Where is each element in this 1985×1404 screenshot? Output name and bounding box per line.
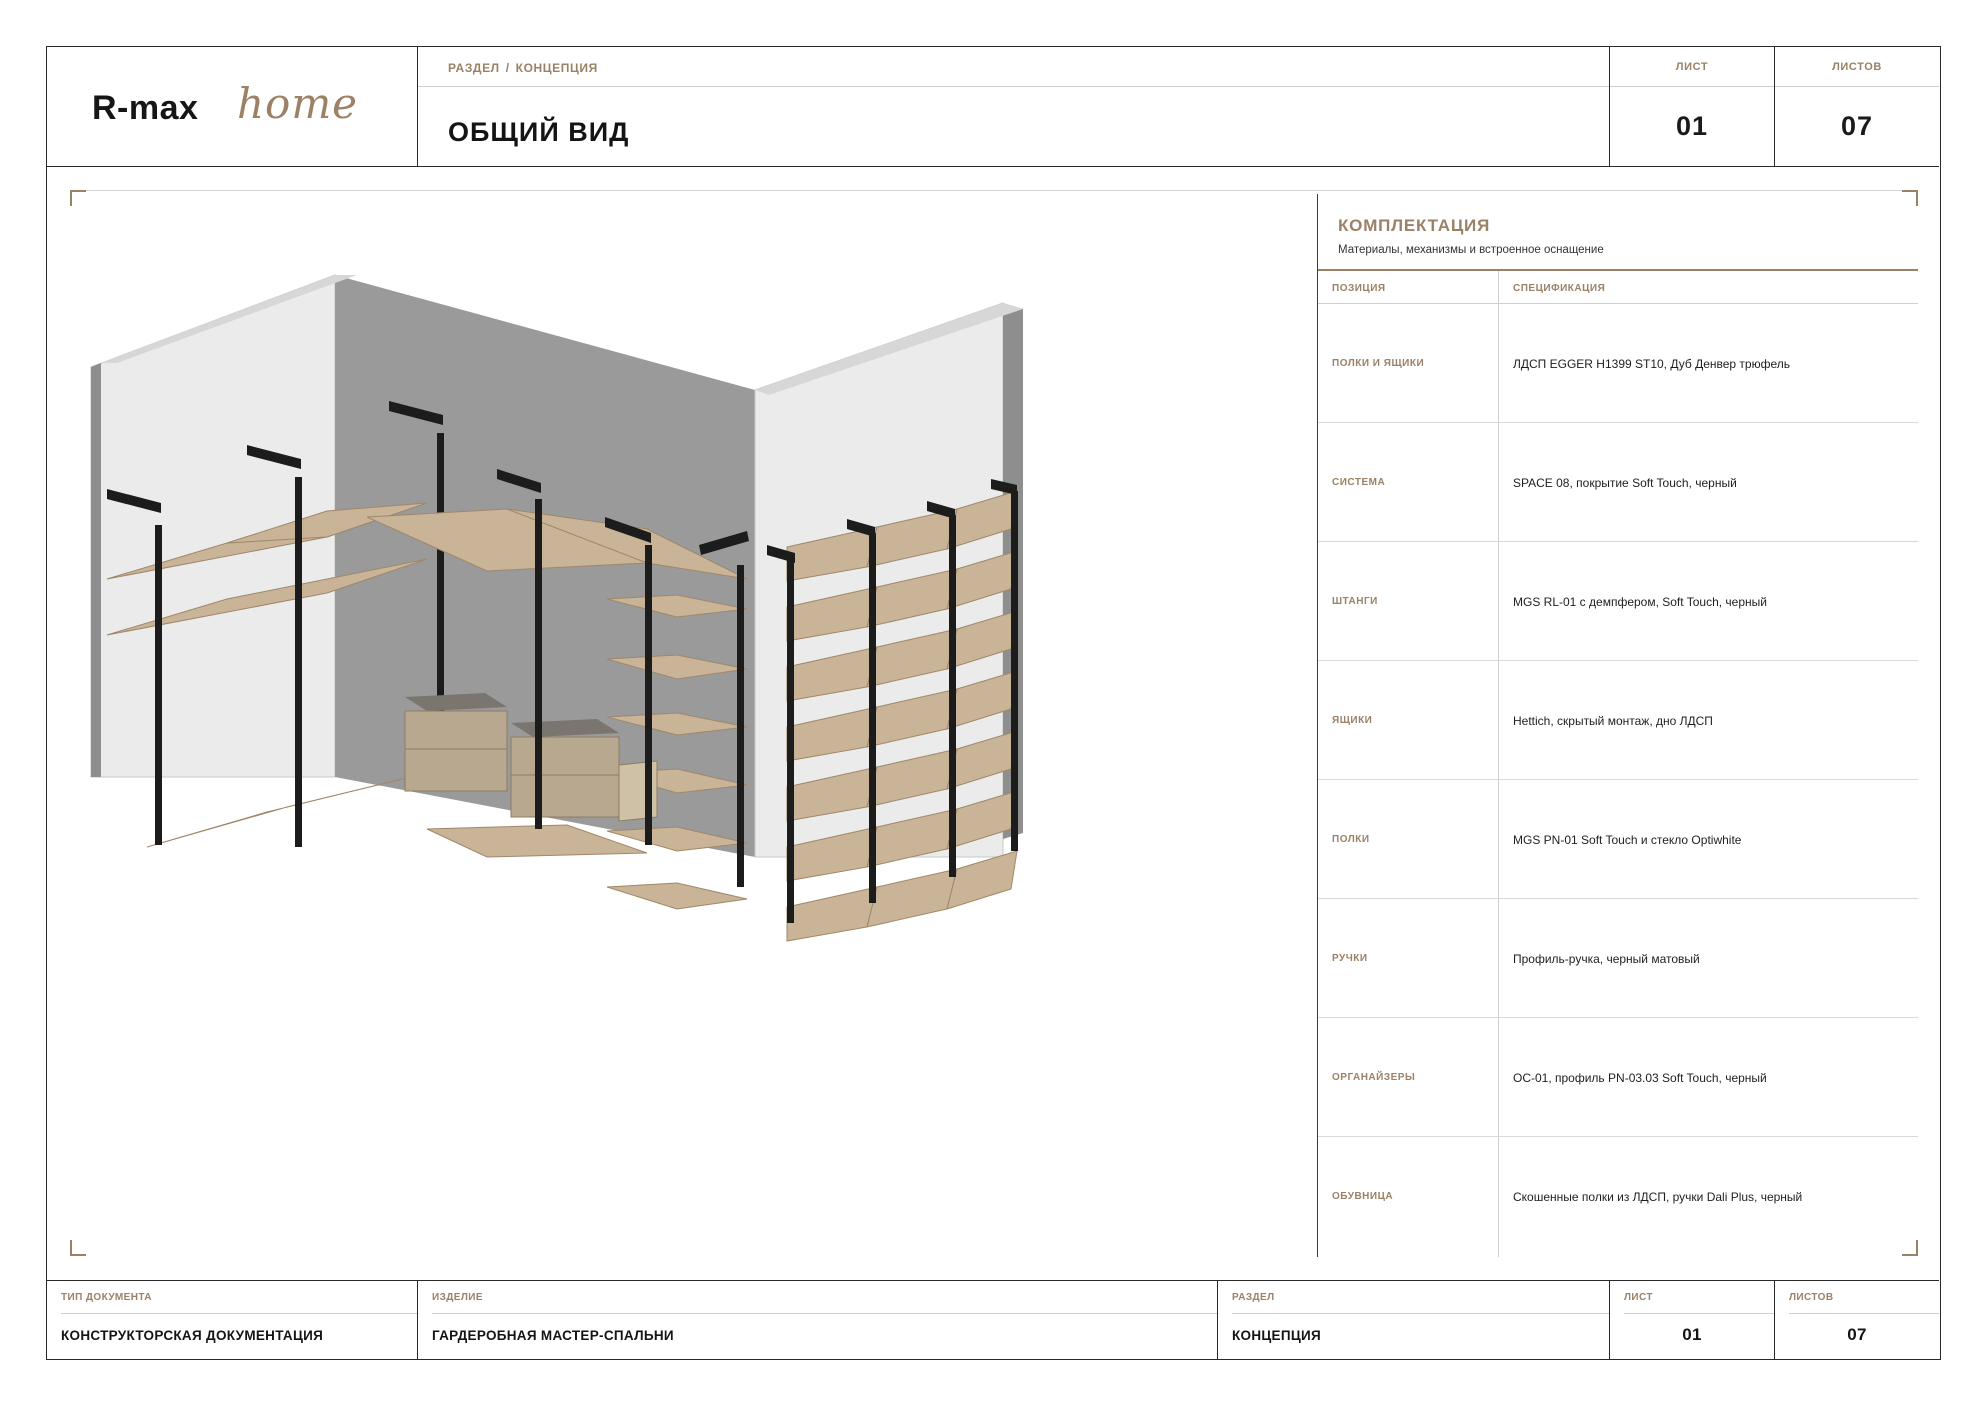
table-row: ПОЛКИ MGS PN-01 Soft Touch и стекло Opti… (1318, 780, 1918, 899)
sheet-value: 01 (1675, 111, 1709, 141)
spec-title: КОМПЛЕКТАЦИЯ (1338, 216, 1491, 235)
row-spec: OC-01, профиль PN-03.03 Soft Touch, черн… (1513, 1071, 1767, 1085)
breadcrumb-separator: / (505, 61, 510, 75)
section-value: КОНЦЕПЦИЯ (1232, 1328, 1322, 1343)
table-row: СИСТЕМА SPACE 08, покрытие Soft Touch, ч… (1318, 423, 1918, 542)
row-spec: Профиль-ручка, черный матовый (1513, 952, 1700, 966)
title-cell: РАЗДЕЛ / КОНЦЕПЦИЯ ОБЩИЙ ВИД (418, 47, 1610, 167)
product-label: ИЗДЕЛИЕ (432, 1281, 1217, 1314)
wardrobe-isometric-drawing (90, 274, 1023, 942)
row-spec: MGS PN-01 Soft Touch и стекло Optiwhite (1513, 833, 1742, 847)
footer-sheet-value: 01 (1682, 1325, 1702, 1344)
spec-subtitle: Материалы, механизмы и встроенное оснаще… (1338, 244, 1604, 256)
row-position: ПОЛКИ (1332, 834, 1370, 845)
section-label: РАЗДЕЛ (1232, 1281, 1609, 1314)
footer-sheets-label: ЛИСТОВ (1789, 1281, 1939, 1314)
sheet-number-cell: ЛИСТ 01 (1610, 47, 1775, 167)
logo-cell: R-max home (47, 47, 418, 167)
table-row: ЯЩИКИ Hettich, скрытый монтаж, дно ЛДСП (1318, 661, 1918, 780)
row-position: ЯЩИКИ (1332, 715, 1373, 726)
specification-panel: КОМПЛЕКТАЦИЯ Материалы, механизмы и встр… (1317, 194, 1918, 1257)
table-row: РУЧКИ Профиль-ручка, черный матовый (1318, 899, 1918, 1018)
col-position-header: ПОЗИЦИЯ (1332, 283, 1386, 294)
sheets-label: ЛИСТОВ (1775, 47, 1939, 87)
footer-sheet-label: ЛИСТ (1624, 1281, 1774, 1314)
frame-corner-mark (70, 1240, 86, 1256)
frame-top-line (86, 190, 1902, 191)
row-spec: SPACE 08, покрытие Soft Touch, черный (1513, 476, 1737, 490)
row-position: РУЧКИ (1332, 953, 1368, 964)
col-spec-header: СПЕЦИФИКАЦИЯ (1513, 283, 1606, 294)
document-sheet: R-max home РАЗДЕЛ / КОНЦЕПЦИЯ ОБЩИЙ ВИД ЛИ… (46, 46, 1941, 1360)
frame-corner-mark (70, 190, 86, 206)
breadcrumb-section-label: РАЗДЕЛ (448, 61, 500, 75)
row-position: ПОЛКИ И ЯЩИКИ (1332, 358, 1425, 369)
sheets-value: 07 (1840, 111, 1874, 141)
frame-corner-mark (1902, 1240, 1918, 1256)
page-title: ОБЩИЙ ВИД (448, 117, 630, 147)
table-row: ОРГАНАЙЗЕРЫ OC-01, профиль PN-03.03 Soft… (1318, 1018, 1918, 1137)
row-spec: MGS RL-01 с демпфером, Soft Touch, черны… (1513, 595, 1767, 609)
footer-doc-type: ТИП ДОКУМЕНТА КОНСТРУКТОРСКАЯ ДОКУМЕНТАЦ… (47, 1281, 418, 1360)
footer-sheets-value: 07 (1847, 1325, 1867, 1344)
footer-section: РАЗДЕЛ КОНЦЕПЦИЯ (1218, 1281, 1610, 1360)
footer-sheets: ЛИСТОВ 07 (1775, 1281, 1939, 1360)
brand-logo-script: home (237, 79, 359, 128)
column-divider (1498, 271, 1499, 1257)
title-block-footer: ТИП ДОКУМЕНТА КОНСТРУКТОРСКАЯ ДОКУМЕНТАЦ… (47, 1280, 1939, 1360)
footer-sheet: ЛИСТ 01 (1610, 1281, 1775, 1360)
row-spec: Hettich, скрытый монтаж, дно ЛДСП (1513, 714, 1713, 728)
brand-logo-text: R-max (92, 89, 199, 127)
sheets-total-cell: ЛИСТОВ 07 (1775, 47, 1939, 167)
table-row: ОБУВНИЦА Скошенные полки из ЛДСП, ручки … (1318, 1137, 1918, 1256)
title-block-header: R-max home РАЗДЕЛ / КОНЦЕПЦИЯ ОБЩИЙ ВИД ЛИ… (47, 47, 1939, 167)
table-row: ПОЛКИ И ЯЩИКИ ЛДСП EGGER H1399 ST10, Дуб… (1318, 304, 1918, 423)
row-position: ОБУВНИЦА (1332, 1191, 1394, 1202)
breadcrumb: РАЗДЕЛ / КОНЦЕПЦИЯ (418, 47, 1609, 87)
row-spec: Скошенные полки из ЛДСП, ручки Dali Plus… (1513, 1190, 1803, 1204)
row-spec: ЛДСП EGGER H1399 ST10, Дуб Денвер трюфел… (1513, 357, 1791, 371)
footer-product: ИЗДЕЛИЕ ГАРДЕРОБНАЯ МАСТЕР-СПАЛЬНИ (418, 1281, 1218, 1360)
frame-corner-mark (1902, 190, 1918, 206)
product-value: ГАРДЕРОБНАЯ МАСТЕР-СПАЛЬНИ (432, 1328, 674, 1343)
row-position: ШТАНГИ (1332, 596, 1378, 607)
row-position: СИСТЕМА (1332, 477, 1386, 488)
spec-header: КОМПЛЕКТАЦИЯ Материалы, механизмы и встр… (1318, 194, 1918, 271)
doc-type-label: ТИП ДОКУМЕНТА (61, 1281, 417, 1314)
breadcrumb-section-value: КОНЦЕПЦИЯ (515, 61, 598, 75)
row-position: ОРГАНАЙЗЕРЫ (1332, 1072, 1416, 1083)
doc-type-value: КОНСТРУКТОРСКАЯ ДОКУМЕНТАЦИЯ (61, 1328, 324, 1343)
drawing-frame (70, 190, 1918, 1256)
spec-column-headers: ПОЗИЦИЯ СПЕЦИФИКАЦИЯ (1318, 271, 1918, 304)
sheet-label: ЛИСТ (1610, 47, 1774, 87)
table-row: ШТАНГИ MGS RL-01 с демпфером, Soft Touch… (1318, 542, 1918, 661)
spec-rows: ПОЛКИ И ЯЩИКИ ЛДСП EGGER H1399 ST10, Дуб… (1318, 304, 1918, 1256)
